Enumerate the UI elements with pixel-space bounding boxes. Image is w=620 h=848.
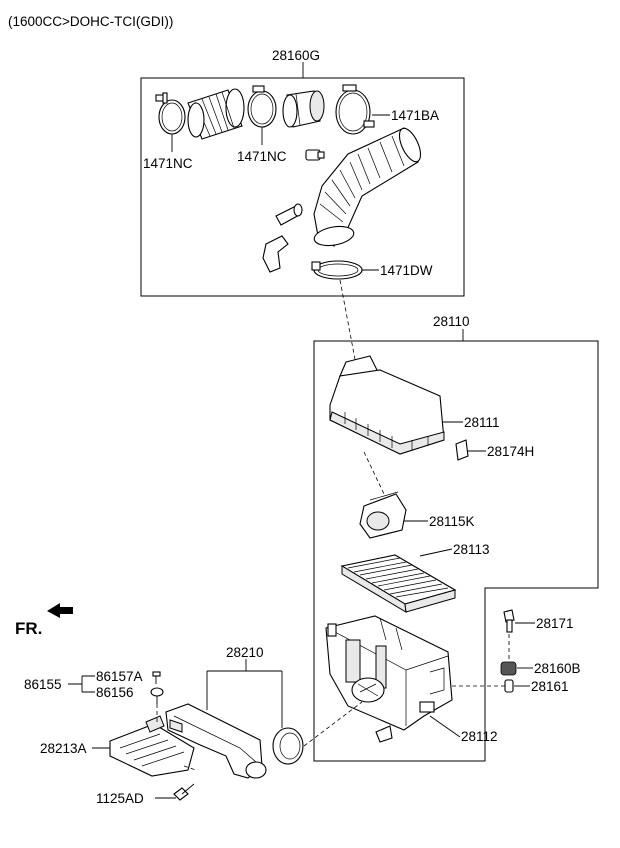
label-1125AD[interactable]: 1125AD	[96, 791, 144, 806]
label-28160G[interactable]: 28160G	[272, 48, 320, 63]
air-cleaner-cover-part	[329, 355, 445, 455]
bracket-86155	[68, 675, 95, 693]
leader-28113	[419, 548, 453, 557]
label-1471NC-left[interactable]: 1471NC	[143, 156, 193, 171]
insulator-part	[504, 679, 514, 693]
duct-seal-ring-part	[272, 727, 304, 765]
engine-spec-header: (1600CC>DOHC-TCI(GDI))	[8, 14, 173, 29]
assembly-line-hose-to-cover	[339, 279, 358, 371]
label-1471BA[interactable]: 1471BA	[391, 108, 439, 123]
hose-clamp-center-part	[247, 85, 277, 128]
filter-element-part	[340, 554, 457, 613]
bracket-28210	[206, 670, 283, 728]
front-direction-label: FR.	[15, 619, 42, 638]
intake-hose-group-box	[140, 77, 465, 297]
duct-bracket-part	[109, 715, 195, 777]
clip-86156-part	[150, 687, 164, 704]
grommet-part	[500, 661, 517, 676]
label-28112[interactable]: 28112	[461, 729, 498, 744]
rubber-sleeve-part	[282, 90, 325, 128]
intake-hose-part	[313, 127, 422, 247]
resonator-part	[359, 491, 407, 539]
mounting-bolt-part	[503, 609, 515, 633]
screw-86157A-part	[152, 671, 161, 684]
label-28213A[interactable]: 28213A	[40, 741, 87, 756]
assembly-line-cover-to-resonator	[363, 451, 385, 495]
hose-clamp-bottom-part	[311, 260, 363, 280]
label-1471NC-center[interactable]: 1471NC	[237, 149, 287, 164]
breather-pipe-part	[275, 203, 303, 226]
vacuum-nipple-part	[305, 149, 325, 161]
cover-clip-part	[455, 439, 469, 461]
label-28160B[interactable]: 28160B	[534, 661, 581, 676]
label-1471DW[interactable]: 1471DW	[380, 263, 433, 278]
front-arrow-icon	[47, 603, 73, 618]
label-28174H[interactable]: 28174H	[487, 444, 534, 459]
label-86156[interactable]: 86156	[96, 685, 134, 700]
assembly-line-ring-to-body	[303, 701, 363, 747]
label-28113[interactable]: 28113	[453, 542, 490, 557]
bracket-bolt-part	[173, 783, 195, 801]
hose-clamp-left-part	[155, 92, 186, 135]
breather-elbow-part	[262, 235, 289, 273]
label-86155[interactable]: 86155	[24, 677, 62, 692]
corrugated-coupling-part	[187, 88, 245, 140]
label-86157A[interactable]: 86157A	[96, 669, 143, 684]
air-cleaner-group-box	[313, 340, 599, 762]
label-28210[interactable]: 28210	[226, 645, 264, 660]
label-28161[interactable]: 28161	[531, 679, 569, 694]
leader-28112	[429, 715, 461, 738]
assembly-line-bracket-to-bolt	[183, 765, 197, 771]
intake-duct-part	[165, 703, 267, 779]
air-cleaner-body-part	[325, 615, 453, 743]
label-28110[interactable]: 28110	[433, 314, 470, 329]
label-28115K[interactable]: 28115K	[429, 514, 475, 529]
label-28111[interactable]: 28111	[464, 415, 500, 430]
hose-clamp-right-part	[335, 84, 375, 135]
label-28171[interactable]: 28171	[536, 616, 574, 631]
